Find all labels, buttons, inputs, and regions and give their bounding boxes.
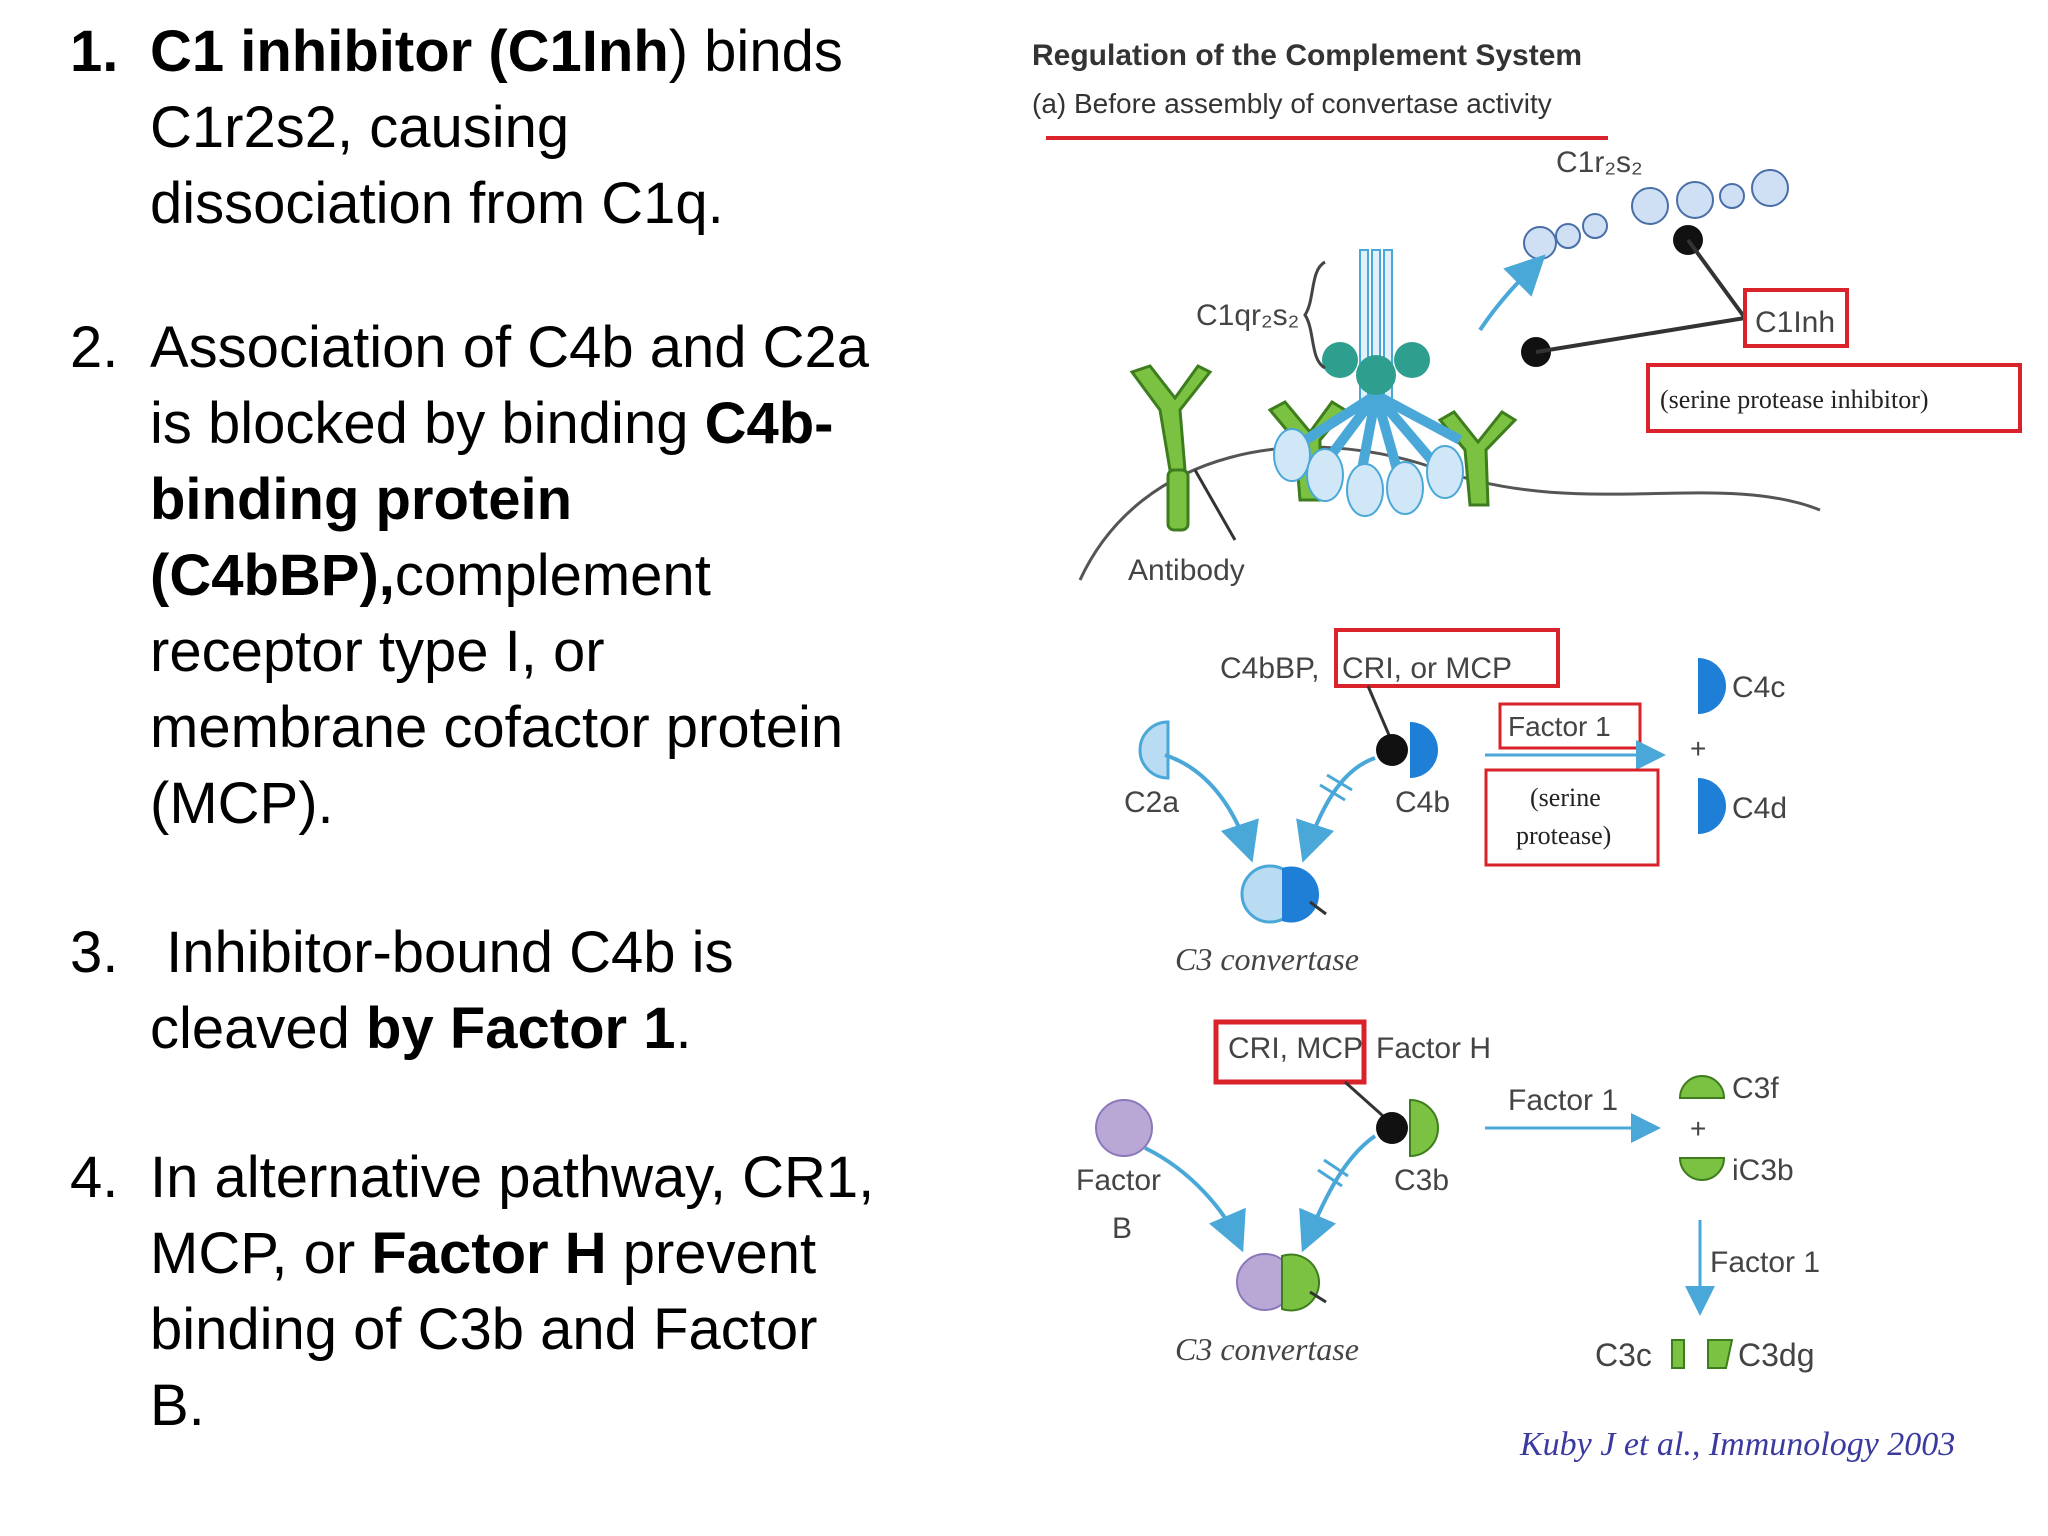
label-cr1-mcp: CRI, MCP [1228,1032,1363,1065]
c3-convertase-alt-part-b [1281,1253,1320,1312]
c3dg-shape [1707,1339,1734,1369]
label-serine-protease-inhibitor: (serine protease inhibitor) [1660,385,1929,414]
label-factor: Factor [1076,1164,1161,1197]
antibody-pointer [1193,469,1237,541]
diagram-title: Regulation of the Complement System [1032,39,1582,72]
block-mark-1a [1319,783,1346,802]
release-arrow [1478,254,1546,332]
plus-c4: + [1690,733,1706,764]
factor-h-term: Factor H [371,1221,607,1286]
label-antibody: Antibody [1128,554,1245,587]
arrow-c3b [1299,1134,1377,1253]
c3b-shape [1409,1098,1439,1158]
block-mark-2b [1323,1158,1349,1178]
text-panel: 1. C1 inhibitor (C1Inh) binds C1r2s2, ca… [0,0,1000,1536]
serine-protease-inhibitor-box [1646,363,2022,433]
label-c3c: C3c [1595,1337,1652,1373]
point-2-number: 2. [70,315,119,380]
factor-b-shape [1095,1099,1153,1157]
label-c2a: C2a [1124,786,1179,819]
label-c3f: C3f [1732,1072,1779,1105]
complement-regulation-diagram: Regulation of the Complement System (a) … [1032,39,2022,1463]
point-4-body: In alternative pathway, CR1, MCP, or Fac… [150,1145,875,1438]
label-c3-convertase-2: C3 convertase [1175,1331,1359,1367]
antibody-left [1129,364,1213,532]
c1qr2s2-brace [1303,260,1326,370]
c1q-complex [1273,249,1464,517]
block-mark-1b [1326,773,1353,792]
point-4-number: 4. [70,1145,119,1210]
c1inh-link-low [1535,316,1746,354]
point-3-number: 3. [70,920,119,985]
label-serine: (serine [1530,783,1601,812]
factor-1-term: by Factor 1 [366,996,676,1061]
label-factor1-bottom: Factor 1 [1710,1246,1820,1279]
c2a-shape [1138,720,1170,780]
c4d-shape [1698,778,1726,834]
c3-convertase-tail [1309,900,1327,916]
c4bbp-link [1366,685,1394,743]
label-factor-h: Factor H [1376,1032,1491,1065]
label-c3-convertase-1: C3 convertase [1175,941,1359,977]
c1inh-link-top [1686,238,1747,320]
label-c1qr2s2: C1qr₂s₂ [1196,299,1299,332]
cr1-or-mcp-box [1334,628,1560,688]
label-c3dg: C3dg [1738,1337,1815,1373]
arrow-c4b [1296,756,1376,863]
label-ic3b: iC3b [1732,1154,1794,1187]
label-c4d: C4d [1732,792,1787,825]
c1r2s2-chain [1523,169,1789,260]
label-factor1-lower: Factor 1 [1508,1084,1618,1117]
plus-c3: + [1690,1113,1706,1144]
label-protease: protease) [1516,821,1611,850]
serine-protease-box [1484,768,1660,867]
c3f-shape [1678,1075,1726,1099]
label-c1r2s2: C1r₂s₂ [1556,146,1643,179]
point-1-body: C1 inhibitor (C1Inh) binds C1r2s2, causi… [150,19,843,236]
c4c-shape [1698,658,1726,714]
c1-inhibitor-term: C1 inhibitor (C1Inh [150,19,669,84]
label-c4b: C4b [1395,786,1450,819]
c3-convertase-part-b [1282,866,1320,923]
inhibitor-dot-c3b [1376,1112,1408,1144]
c1inh-box [1743,288,1849,348]
label-cr1-or-mcp: CRI, or MCP [1342,652,1512,685]
c4b-shape [1410,722,1438,778]
citation: Kuby J et al., Immunology 2003 [1519,1426,1955,1463]
cr1-mcp-box [1213,1019,1367,1085]
label-factor1-upper: Factor 1 [1508,711,1611,742]
c3-convertase-alt-tail [1309,1290,1327,1304]
arrow-factor-b [1144,1146,1246,1253]
label-c4bbp: C4bBP, [1220,652,1320,685]
label-b: B [1112,1212,1132,1245]
block-mark-2a [1317,1168,1343,1188]
diagram-subtitle: (a) Before assembly of convertase activi… [1032,88,1552,119]
ic3b-shape [1678,1157,1726,1181]
c3c-shape [1671,1339,1685,1369]
inhibitor-dot-c4b [1376,734,1408,766]
point-3-body: Inhibitor-bound C4b is cleaved by Factor… [150,920,734,1061]
label-c4c: C4c [1732,671,1785,704]
arrow-c2a [1164,753,1259,863]
point-2-body: Association of C4b and C2a is blocked by… [150,315,869,836]
label-c1inh: C1Inh [1755,306,1835,339]
factor1-box-upper [1498,702,1642,750]
label-c3b: C3b [1394,1164,1449,1197]
c4bbp-term: (C4bBP), [150,543,395,608]
point-1-number: 1. [70,19,119,84]
